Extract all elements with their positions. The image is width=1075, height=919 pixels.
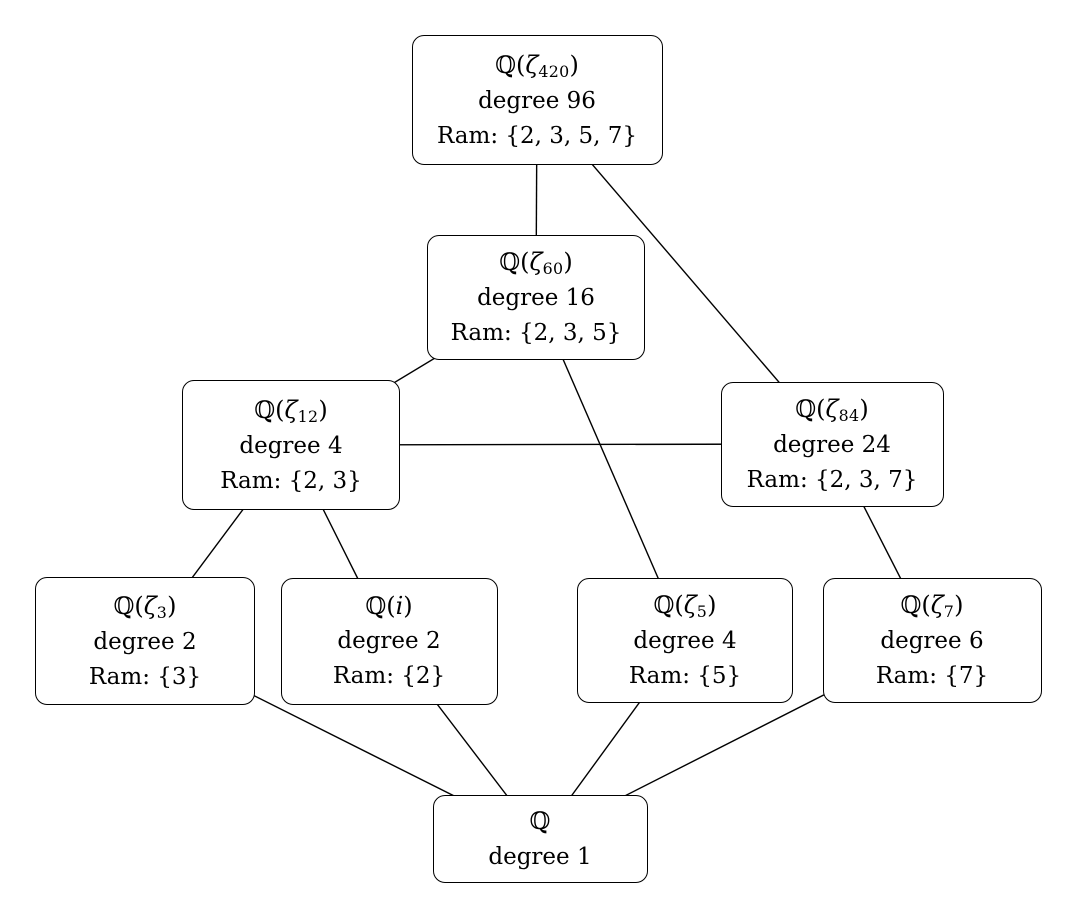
ramification-label: Ram: {2, 3, 5} bbox=[450, 319, 622, 346]
degree-label: degree 4 bbox=[633, 627, 737, 654]
field-node-q-zeta420: ℚ(ζ420) degree 96 Ram: {2, 3, 5, 7} bbox=[411, 35, 663, 165]
field-node-q-zeta7: ℚ(ζ7) degree 6 Ram: {7} bbox=[822, 577, 1042, 703]
field-label-part: ) bbox=[403, 591, 413, 620]
field-label-part: ζ bbox=[930, 590, 944, 619]
field-label-part: ℚ( bbox=[113, 591, 144, 620]
field-label-part: ) bbox=[167, 591, 177, 620]
field-label-part: ) bbox=[318, 395, 328, 424]
field-label: ℚ(ζ7) bbox=[900, 587, 963, 624]
degree-label: degree 24 bbox=[773, 431, 891, 458]
field-label: ℚ(ζ12) bbox=[254, 392, 327, 429]
field-node-q-zeta60: ℚ(ζ60) degree 16 Ram: {2, 3, 5} bbox=[427, 234, 645, 360]
field-label: ℚ(ζ60) bbox=[499, 244, 572, 281]
field-label-part: ζ bbox=[825, 394, 839, 423]
ramification-label: Ram: {2, 3, 5, 7} bbox=[436, 122, 638, 149]
field-label-part: 84 bbox=[838, 405, 860, 425]
field-label-part: 5 bbox=[696, 601, 708, 621]
field-label-part: ζ bbox=[284, 395, 298, 424]
field-label-part: ζ bbox=[683, 590, 697, 619]
field-label-part: ℚ( bbox=[795, 394, 826, 423]
ramification-label: Ram: {5} bbox=[628, 662, 742, 689]
field-label-part: ℚ( bbox=[254, 395, 285, 424]
degree-label: degree 1 bbox=[488, 843, 592, 870]
field-node-q-zeta3: ℚ(ζ3) degree 2 Ram: {3} bbox=[35, 577, 255, 705]
ramification-label: Ram: {2, 3, 7} bbox=[746, 466, 918, 493]
field-label-part: ) bbox=[954, 590, 964, 619]
field-label-part: ζ bbox=[525, 50, 539, 79]
field-label: ℚ(i) bbox=[365, 588, 412, 624]
field-label-part: ℚ( bbox=[653, 590, 684, 619]
degree-label: degree 16 bbox=[477, 284, 595, 311]
ramification-label: Ram: {7} bbox=[875, 662, 989, 689]
degree-label: degree 2 bbox=[337, 628, 441, 655]
field-label-part: ℚ bbox=[529, 807, 551, 836]
ramification-label: Ram: {3} bbox=[88, 663, 202, 690]
field-label: ℚ(ζ5) bbox=[653, 587, 716, 624]
ramification-label: Ram: {2, 3} bbox=[220, 467, 362, 494]
field-label-part: ) bbox=[707, 590, 717, 619]
field-label: ℚ(ζ3) bbox=[113, 588, 176, 625]
field-label-part: ℚ( bbox=[495, 50, 526, 79]
field-label: ℚ(ζ84) bbox=[795, 391, 868, 428]
field-node-q-zeta5: ℚ(ζ5) degree 4 Ram: {5} bbox=[577, 577, 793, 703]
field-label-part: ) bbox=[563, 247, 573, 276]
field-label-part: ℚ( bbox=[499, 247, 530, 276]
ramification-label: Ram: {2} bbox=[332, 663, 446, 690]
field-label-part: 420 bbox=[538, 61, 570, 81]
degree-label: degree 6 bbox=[880, 627, 984, 654]
degree-label: degree 2 bbox=[93, 628, 197, 655]
field-label-part: 7 bbox=[943, 601, 955, 621]
field-label-part: 3 bbox=[156, 602, 168, 622]
field-node-q-zeta12: ℚ(ζ12) degree 4 Ram: {2, 3} bbox=[182, 380, 400, 510]
field-node-q-zeta84: ℚ(ζ84) degree 24 Ram: {2, 3, 7} bbox=[720, 381, 944, 507]
field-label: ℚ bbox=[530, 803, 551, 839]
field-label-part: ) bbox=[569, 50, 579, 79]
field-node-q-i: ℚ(i) degree 2 Ram: {2} bbox=[280, 577, 498, 705]
field-label-part: 60 bbox=[542, 258, 564, 278]
degree-label: degree 96 bbox=[478, 87, 596, 114]
field-label-part: ℚ( bbox=[900, 590, 931, 619]
field-label: ℚ(ζ420) bbox=[495, 47, 579, 84]
field-label-part: ℚ( bbox=[365, 591, 396, 620]
field-label-part: ζ bbox=[529, 247, 543, 276]
field-label-part: 12 bbox=[297, 406, 319, 426]
field-label-part: ) bbox=[859, 394, 869, 423]
field-label-part: i bbox=[395, 591, 404, 620]
degree-label: degree 4 bbox=[239, 432, 343, 459]
field-label-part: ζ bbox=[143, 591, 157, 620]
